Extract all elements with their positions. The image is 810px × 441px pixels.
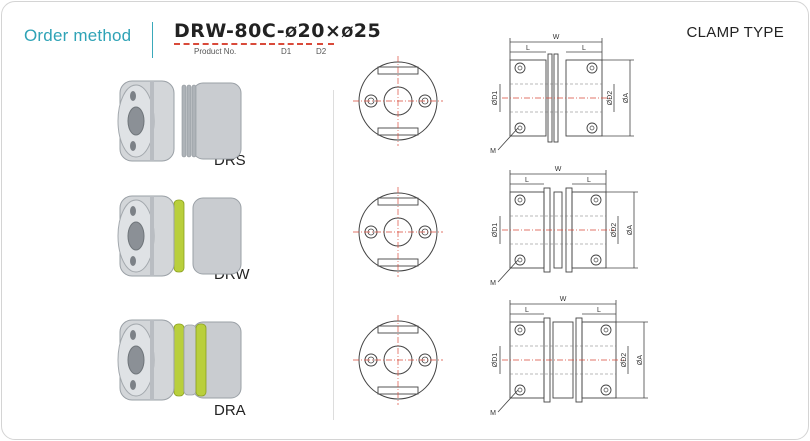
order-method-title: Order method [24,26,132,45]
side-screw-core [589,65,595,71]
dim-od1-label: ØD1 [492,353,499,368]
caption-product-no: Product No. [194,47,237,56]
screw-hole [130,380,136,390]
bore-hole [127,106,145,136]
side-screw-hole [514,324,526,336]
side-screw-core [517,257,523,263]
side-screw-hole [590,194,602,206]
dim-l-label: L [525,177,529,184]
bore-hole [127,345,145,375]
hub-right [192,82,242,160]
code-model: DRW-80C- [174,20,286,42]
coupling-image-dra [117,319,242,401]
code-d2: 25 [353,20,382,42]
column-divider [333,90,334,420]
product-code: DRW-80C-Ø20×Ø25 [174,20,381,42]
side-screw-hole [600,384,612,396]
side-screw-core [593,197,599,203]
d1-underline [269,43,303,45]
model-label-dra: DRA [214,402,246,419]
green-disc [195,323,207,397]
side-screw-hole [586,62,598,74]
side-screw-core [517,387,523,393]
dim-od2-label: ØD2 [611,223,618,238]
disc-pack [181,84,187,158]
code-d1-symbol: Ø [285,25,298,41]
side-screw-hole [590,254,602,266]
dim-m-label: M [490,280,496,287]
dim-oa-label: ØA [637,355,644,365]
dim-w-label: W [560,296,567,303]
side-screw-hole [600,324,612,336]
side-screw-core [593,257,599,263]
dim-oa-label: ØA [627,225,634,235]
code-times: × [324,20,342,42]
screw-hole [130,141,136,151]
green-disc [173,199,185,273]
side-screw-hole [514,194,526,206]
dim-w-label: W [555,166,562,173]
side-hub-right [571,191,607,269]
code-d1: 20 [297,20,325,42]
dim-od1-label: ØD1 [492,223,499,238]
dim-l-label: L [526,45,530,52]
bore-hole [127,221,145,251]
dim-m-label: M [490,410,496,417]
clamp-slot [150,196,154,276]
coupling-image-drs [117,80,242,162]
side-screw-hole [514,384,526,396]
clamp-slot [150,320,154,400]
side-screw-core [517,327,523,333]
side-screw-core [517,125,523,131]
dim-od1-label: ØD1 [492,91,499,106]
screw-hole [130,256,136,266]
header-separator [152,22,153,58]
dim-m-leader [497,259,519,283]
disc-pack [186,84,192,158]
side-screw-core [603,387,609,393]
dim-od2-label: ØD2 [621,353,628,368]
clamp-type-title: CLAMP TYPE [686,24,784,41]
dim-m-leader [497,127,519,151]
side-screw-core [517,197,523,203]
side-screw-hole [514,122,526,134]
dim-l-label: L [582,45,586,52]
dim-od2-label: ØD2 [607,91,614,106]
screw-hole [130,206,136,216]
side-screw-hole [586,122,598,134]
side-screw-core [603,327,609,333]
d2-underline [306,43,334,45]
dim-m-leader [497,389,519,413]
side-screw-hole [514,62,526,74]
dim-m-label: M [490,148,496,155]
coupling-image-drw [117,195,242,277]
dim-l-label: L [525,307,529,314]
dim-l-label: L [587,177,591,184]
side-screw-hole [514,254,526,266]
clamp-slot [150,81,154,161]
caption-d1: D1 [281,47,292,56]
dim-w-label: W [553,34,560,41]
code-d2-symbol: Ø [341,25,354,41]
dim-l-label: L [597,307,601,314]
center-spacer [183,324,197,396]
screw-hole [130,91,136,101]
side-screw-core [589,125,595,131]
caption-d2: D2 [316,47,327,56]
disc-pack [191,84,197,158]
hub-right [192,197,242,275]
screw-hole [130,330,136,340]
green-disc [173,323,185,397]
side-screw-core [517,65,523,71]
dim-oa-label: ØA [623,93,630,103]
product-no-underline [174,43,266,45]
